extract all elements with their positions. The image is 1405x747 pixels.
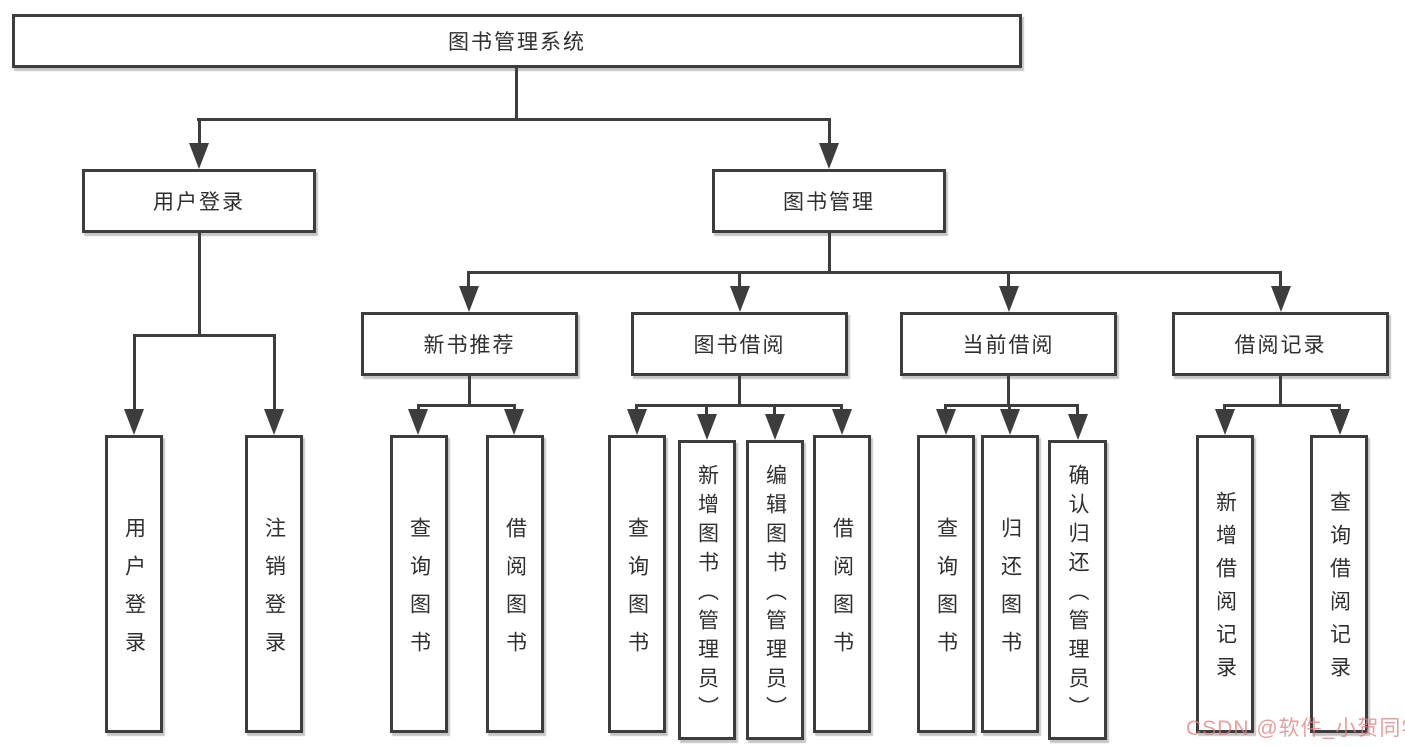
trunk-line xyxy=(828,233,831,273)
trunk-line xyxy=(198,233,201,337)
arrow-down-icon xyxy=(730,286,750,312)
stem-line xyxy=(273,334,276,411)
leaf-add-book-admin-label: 新增图书（管理员） xyxy=(695,463,719,725)
watermark: CSDN @软件_小贺同学 xyxy=(1186,717,1405,740)
trunk-line xyxy=(1279,376,1282,407)
leaf-edit-book-admin-label: 编辑图书（管理员） xyxy=(763,463,787,725)
leaf-logout: 注销登录 xyxy=(245,435,303,733)
arrow-down-icon xyxy=(627,409,647,435)
node-book-borrow: 图书借阅 xyxy=(631,312,848,376)
rail-line xyxy=(133,334,275,337)
arrow-down-icon xyxy=(765,414,785,440)
node-current-borrow: 当前借阅 xyxy=(900,312,1117,376)
rail-line xyxy=(1223,404,1341,407)
leaf-query-books-1-label: 查询图书 xyxy=(407,516,431,669)
rail-line xyxy=(417,404,516,407)
leaf-borrow-books-2: 借阅图书 xyxy=(813,435,871,733)
leaf-query-books-3-label: 查询图书 xyxy=(934,516,958,669)
arrow-down-icon xyxy=(124,409,144,435)
leaf-return-book: 归还图书 xyxy=(981,435,1039,733)
rail-line xyxy=(197,118,831,121)
leaf-confirm-return-admin-label: 确认归还（管理员） xyxy=(1066,463,1089,725)
trunk-line xyxy=(1007,376,1010,407)
node-user-login-label: 用户登录 xyxy=(153,191,245,214)
rail-line xyxy=(944,404,1079,407)
leaf-query-books-2-label: 查询图书 xyxy=(625,516,649,669)
leaf-borrow-books-1-label: 借阅图书 xyxy=(503,516,527,669)
stem-line xyxy=(705,404,708,418)
stem-line xyxy=(828,118,831,145)
node-borrow-records-label: 借阅记录 xyxy=(1234,334,1327,357)
leaf-confirm-return-admin: 确认归还（管理员） xyxy=(1048,440,1107,740)
leaf-borrow-books-1: 借阅图书 xyxy=(486,435,544,733)
stem-line xyxy=(773,404,776,418)
node-current-borrow-label: 当前借阅 xyxy=(962,334,1055,357)
node-book-borrow-label: 图书借阅 xyxy=(693,334,786,357)
stem-line xyxy=(1076,404,1079,418)
leaf-query-books-3: 查询图书 xyxy=(917,435,975,733)
trunk-line xyxy=(515,68,518,121)
arrow-down-icon xyxy=(459,286,479,312)
trunk-line xyxy=(738,376,741,407)
node-root-label: 图书管理系统 xyxy=(448,31,586,54)
arrow-down-icon xyxy=(936,409,956,435)
stem-line xyxy=(133,334,136,411)
arrow-down-icon xyxy=(999,286,1019,312)
leaf-query-borrow-record-label: 查询借阅记录 xyxy=(1327,491,1351,689)
stem-line xyxy=(1279,271,1282,289)
node-book-management-label: 图书管理 xyxy=(783,191,875,214)
arrow-down-icon xyxy=(697,414,717,440)
stem-line xyxy=(1007,271,1010,289)
arrow-down-icon xyxy=(819,143,839,169)
leaf-user-login-label: 用户登录 xyxy=(122,516,146,669)
node-book-management: 图书管理 xyxy=(712,169,946,233)
node-user-login: 用户登录 xyxy=(82,169,316,233)
arrow-down-icon xyxy=(832,409,852,435)
node-borrow-records: 借阅记录 xyxy=(1172,312,1389,376)
arrow-down-icon xyxy=(504,409,524,435)
leaf-add-borrow-record-label: 新增借阅记录 xyxy=(1213,491,1237,689)
arrow-down-icon xyxy=(1330,409,1350,435)
arrow-down-icon xyxy=(1215,409,1235,435)
stem-line xyxy=(467,271,470,289)
arrow-down-icon xyxy=(264,409,284,435)
leaf-edit-book-admin: 编辑图书（管理员） xyxy=(746,440,804,740)
leaf-query-books-1: 查询图书 xyxy=(390,435,448,733)
arrow-down-icon xyxy=(1000,409,1020,435)
arrow-down-icon xyxy=(1271,286,1291,312)
rail-line xyxy=(467,271,1282,274)
leaf-logout-label: 注销登录 xyxy=(262,516,286,669)
arrow-down-icon xyxy=(1068,414,1088,440)
rail-line xyxy=(635,404,843,407)
trunk-line xyxy=(468,376,471,407)
stem-line xyxy=(738,271,741,289)
leaf-return-book-label: 归还图书 xyxy=(998,516,1022,669)
node-new-book-recommend: 新书推荐 xyxy=(361,312,578,376)
arrow-down-icon xyxy=(189,143,209,169)
leaf-borrow-books-2-label: 借阅图书 xyxy=(830,516,854,669)
arrow-down-icon xyxy=(408,409,428,435)
stem-line xyxy=(198,118,201,145)
leaf-user-login: 用户登录 xyxy=(105,435,163,733)
leaf-add-book-admin: 新增图书（管理员） xyxy=(678,440,736,740)
leaf-query-books-2: 查询图书 xyxy=(608,435,666,733)
leaf-query-borrow-record: 查询借阅记录 xyxy=(1310,435,1368,733)
node-root: 图书管理系统 xyxy=(12,14,1022,68)
node-new-book-recommend-label: 新书推荐 xyxy=(423,334,516,357)
leaf-add-borrow-record: 新增借阅记录 xyxy=(1196,435,1254,733)
